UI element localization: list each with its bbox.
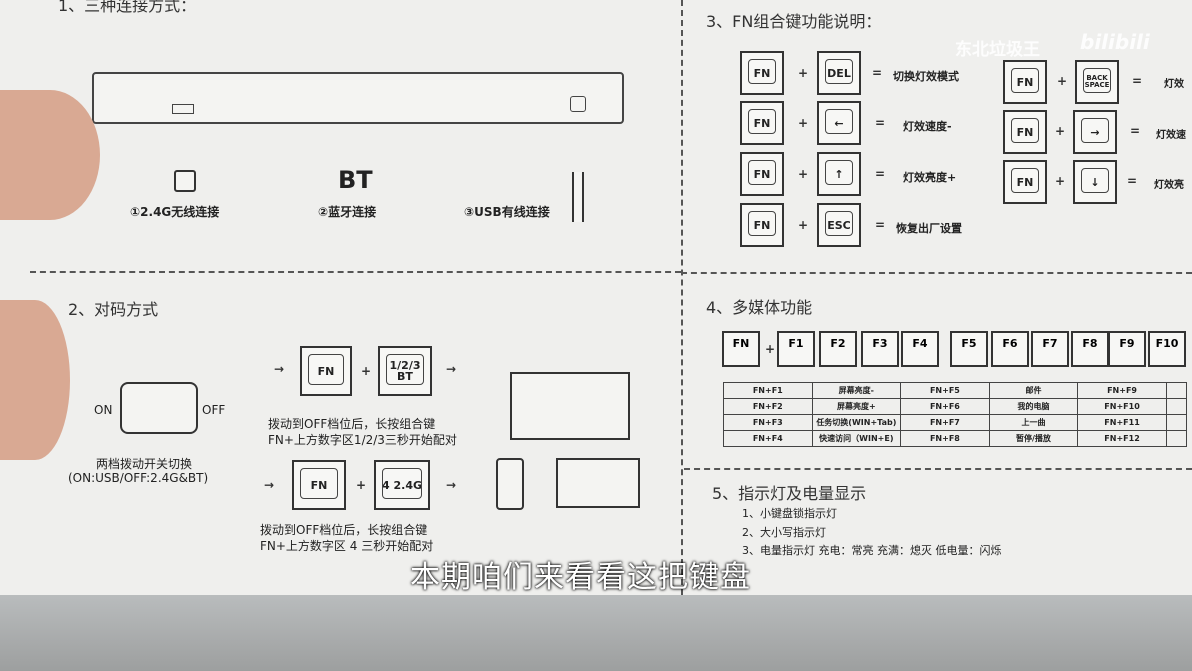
key-del: DEL	[817, 51, 861, 95]
connection-2-4g: ①2.4G无线连接	[130, 205, 220, 219]
connection-usb: ③USB有线连接	[464, 205, 550, 219]
section5-title: 5、指示灯及电量显示	[712, 484, 867, 503]
combo-desc: 恢复出厂设置	[896, 222, 962, 235]
key-fn: FN	[740, 101, 784, 145]
combo-desc: 灯效速	[1156, 130, 1186, 141]
key-esc: ESC	[817, 203, 861, 247]
combo-desc: 灯效	[1164, 79, 1184, 90]
switch-off-label: OFF	[202, 403, 226, 417]
section3-title: 3、FN组合键功能说明：	[706, 12, 882, 31]
key-f3: F3	[861, 331, 899, 367]
key-right: →	[1073, 110, 1117, 154]
key-f5: F5	[950, 331, 988, 367]
key-fn: FN	[1003, 110, 1047, 154]
switch-caption-detail: (ON:USB/OFF:2.4G&BT)	[68, 471, 209, 485]
pairing-caption-detail: FN+上方数字区 4 三秒开始配对	[260, 539, 434, 553]
monitor-illustration	[510, 372, 630, 440]
switch-on-label: ON	[94, 403, 113, 417]
divider	[684, 468, 1192, 470]
combo-desc: 灯效亮	[1154, 180, 1184, 191]
switch-illustration	[120, 382, 198, 434]
key-fn: FN	[740, 152, 784, 196]
divider	[681, 0, 683, 595]
switch-caption: 两档拨动开关切换	[96, 457, 193, 471]
bilibili-logo: bilibili	[1080, 30, 1150, 54]
section2-title: 2、对码方式	[68, 300, 159, 319]
key-down: ↓	[1073, 160, 1117, 204]
connection-bt: ②蓝牙连接	[318, 205, 377, 219]
key-f9: F9	[1108, 331, 1146, 367]
section4-title: 4、多媒体功能	[706, 298, 813, 317]
key-f7: F7	[1031, 331, 1069, 367]
key-f10: F10	[1148, 331, 1186, 367]
indicator-item: 3、电量指示灯 充电：常亮 充满：熄灭 低电量：闪烁	[742, 544, 1002, 557]
pairing-caption-detail: FN+上方数字区1/2/3三秒开始配对	[268, 433, 457, 447]
usb-dongle-icon	[174, 170, 196, 192]
key-f8: F8	[1071, 331, 1109, 367]
key-fn: FN	[1003, 160, 1047, 204]
key-fn: FN	[1003, 60, 1047, 104]
manual-page: 1、三种连接方式： BT ①2.4G无线连接 ②蓝牙连接 ③USB有线连接 2、…	[0, 0, 1192, 595]
divider	[30, 271, 681, 273]
key-fn: FN	[292, 460, 346, 510]
phone-illustration	[496, 458, 524, 510]
combo-desc: 灯效亮度+	[903, 171, 957, 184]
key-f4: F4	[901, 331, 939, 367]
divider	[681, 272, 1192, 274]
keyboard-side-illustration	[92, 72, 624, 124]
indicator-item: 2、大小写指示灯	[742, 526, 826, 539]
key-f6: F6	[991, 331, 1029, 367]
key-f2: F2	[819, 331, 857, 367]
bt-logo: BT	[338, 166, 373, 194]
thumb	[0, 300, 70, 460]
key-fn: FN	[740, 203, 784, 247]
pairing-caption: 拨动到OFF档位后，长按组合键	[260, 523, 428, 537]
blurred-keyboard-background	[0, 595, 1192, 671]
key-fn: FN	[740, 51, 784, 95]
key-f1: F1	[777, 331, 815, 367]
key-bt: 1/2/3 BT	[378, 346, 432, 396]
key-backspace: BACK SPACE	[1075, 60, 1119, 104]
finger	[0, 90, 100, 220]
key-fn: FN	[300, 346, 352, 396]
laptop-illustration	[556, 458, 640, 508]
combo-desc: 切换灯效模式	[893, 70, 959, 83]
usb-cable-icon	[572, 172, 584, 222]
section1-title: 1、三种连接方式：	[58, 0, 197, 15]
combo-desc: 灯效速度-	[903, 120, 952, 133]
video-subtitle: 本期咱们来看看这把键盘	[410, 560, 751, 595]
uploader-watermark: 东北垃圾王	[955, 40, 1040, 60]
indicator-item: 1、小键盘锁指示灯	[742, 507, 837, 520]
key-2-4g: 4 2.4G	[374, 460, 430, 510]
key-up: ↑	[817, 152, 861, 196]
key-left: ←	[817, 101, 861, 145]
key-fn: FN	[722, 331, 760, 367]
pairing-caption: 拨动到OFF档位后，长按组合键	[268, 417, 436, 431]
